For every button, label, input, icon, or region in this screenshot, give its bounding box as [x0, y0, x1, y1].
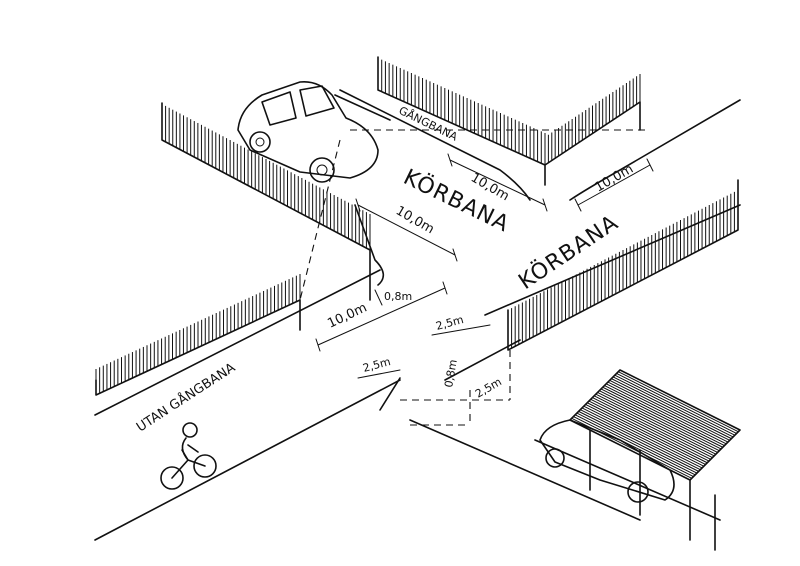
- dim-0-8m-lower: 0,8m: [442, 358, 460, 388]
- dim-2-5m-small: 2,5m: [473, 375, 504, 400]
- dimension-lines: [315, 153, 654, 379]
- dim-10m-left: 10,0m: [325, 300, 369, 331]
- road-edges: [94, 89, 741, 541]
- cyclist: [160, 422, 217, 490]
- dim-10m-middle: 10,0m: [393, 203, 437, 237]
- label-korbana-side: KÖRBANA: [514, 209, 623, 295]
- dim-10m-top-right: 10,0m: [593, 162, 637, 196]
- fence-right-bottom: [534, 439, 721, 521]
- carport: [569, 369, 741, 551]
- fence-top-left: [161, 102, 371, 301]
- fence-hatching: [95, 58, 739, 395]
- car-bottom: [539, 419, 675, 503]
- car-top: [237, 80, 379, 183]
- dim-0-8m-upper: 0,8m: [384, 290, 412, 303]
